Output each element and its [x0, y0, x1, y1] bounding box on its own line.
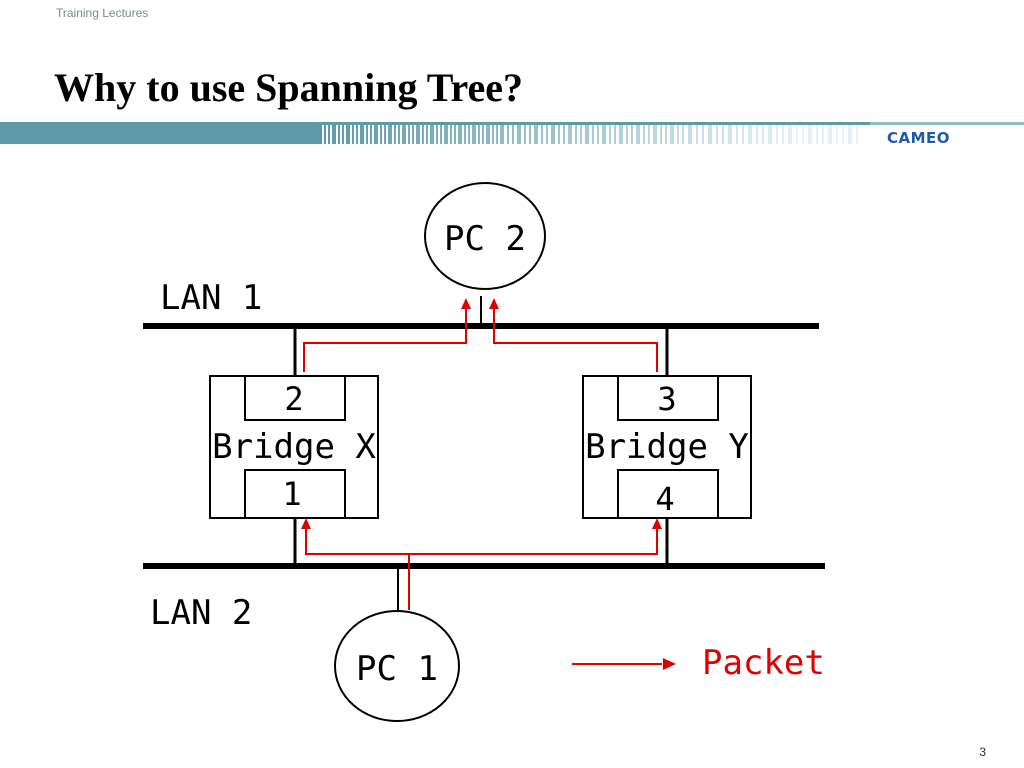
- bridge-x-label: Bridge X: [212, 427, 376, 467]
- bridge-y-port-3: [617, 375, 719, 421]
- page-number: 3: [979, 745, 986, 759]
- arrowhead-bridge-y-port-4: [652, 518, 662, 529]
- packet-path-to-bridge-x: [305, 526, 409, 555]
- cameo-logo: CAMEO: [887, 129, 951, 147]
- header-label: Training Lectures: [56, 6, 149, 20]
- packet-path-bridge-x-to-pc2: [303, 306, 467, 372]
- bridge-y-port-3-label: 3: [657, 380, 676, 418]
- arrowhead-pc2-right: [489, 298, 499, 309]
- pc2-label: PC 2: [444, 219, 526, 259]
- legend-arrowhead: [663, 658, 676, 670]
- bridge-x-port-1: [244, 469, 346, 519]
- bridge-x-port-2: [244, 375, 346, 421]
- pc2-node: [424, 182, 546, 290]
- bridge-y-label: Bridge Y: [585, 427, 749, 467]
- header-banner: [0, 122, 1024, 144]
- arrowhead-bridge-x-port-1: [301, 518, 311, 529]
- bridge-y-port-4: [617, 469, 719, 519]
- bridge-x-port-1-label: 1: [282, 475, 301, 513]
- lan1-label: LAN 1: [160, 278, 262, 318]
- pc1-label: PC 1: [356, 649, 438, 689]
- bridge-y-port-4-label: 4: [655, 480, 674, 518]
- pc1-node: [334, 610, 460, 722]
- lan2-label: LAN 2: [150, 593, 252, 633]
- legend-label: Packet: [702, 643, 825, 683]
- packet-path-to-bridge-y: [409, 526, 658, 555]
- packet-path-bridge-y-to-pc2: [493, 306, 658, 372]
- arrowhead-pc2-left: [461, 298, 471, 309]
- bridge-x-port-2-label: 2: [284, 380, 303, 418]
- slide-title: Why to use Spanning Tree?: [54, 65, 524, 110]
